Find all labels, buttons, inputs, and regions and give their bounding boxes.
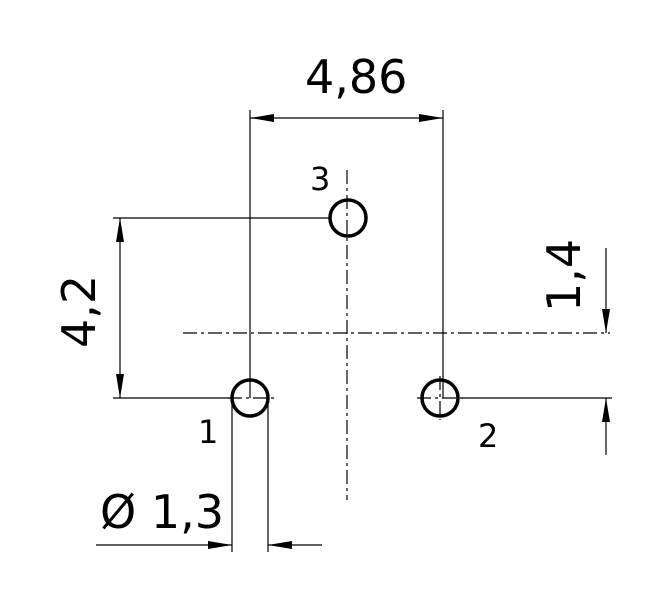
dimension-label-1-4: 1,4 [537, 239, 591, 312]
dimension-label-4-2: 4,2 [52, 275, 106, 348]
pin2-label: 2 [478, 417, 498, 455]
arrowhead-up [602, 398, 610, 422]
arrowhead-right [419, 114, 443, 122]
dimension-4-2: 4,2 [52, 217, 330, 399]
arrowhead-down [602, 309, 610, 333]
arrowhead-diameter-left [208, 541, 232, 549]
dimension-label-diameter: Ø 1,3 [100, 485, 224, 539]
arrowhead-left [250, 114, 274, 122]
dimension-4-86: 4,86 [249, 50, 444, 398]
dimension-label-4-86: 4,86 [305, 50, 407, 104]
dimension-1-4: 1,4 [462, 239, 612, 455]
dimension-diameter-1-3: Ø 1,3 [96, 398, 322, 552]
pin2-circle [420, 378, 460, 418]
arrowhead-top [116, 218, 124, 242]
pin3-label: 3 [310, 160, 330, 198]
arrowhead-bottom [116, 374, 124, 398]
arrowhead-diameter-right [268, 541, 292, 549]
pin3-circle [328, 198, 368, 238]
pin1-label: 1 [198, 413, 218, 451]
